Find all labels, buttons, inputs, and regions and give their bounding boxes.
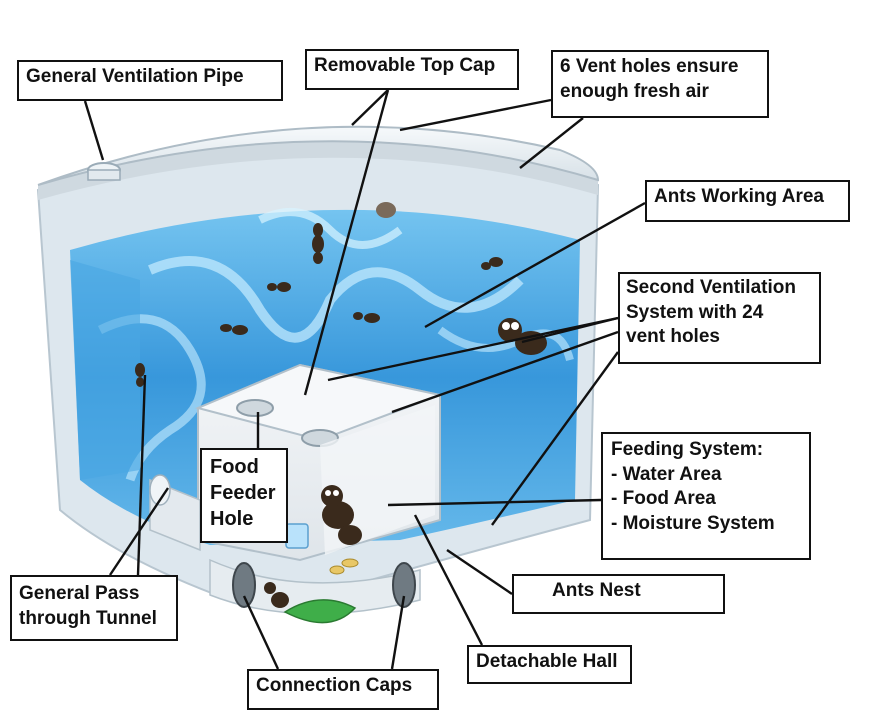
vent-holes-label: 6 Vent holes ensure enough fresh air [551, 50, 769, 118]
general-ventilation-pipe-label: General Ventilation Pipe [17, 60, 283, 101]
feeding-system-label: Feeding System: - Water Area - Food Area… [601, 432, 811, 560]
ants-working-area-text: Ants Working Area [654, 186, 824, 207]
feeding-item-moisture: - Moisture System [611, 513, 775, 535]
general-pass-line-2: through Tunnel [19, 607, 157, 629]
top-cap [37, 125, 600, 200]
general-ventilation-pipe-text: General Ventilation Pipe [26, 66, 244, 87]
detachable-hall-text: Detachable Hall [476, 651, 618, 672]
base [149, 474, 421, 615]
connection-caps-label: Connection Caps [247, 669, 439, 710]
feeding-item-water: - Water Area [611, 463, 722, 485]
food-feeder-line-3: Hole [210, 508, 254, 530]
connection-cap-right [392, 562, 416, 608]
general-pass-line-1: General Pass [19, 583, 140, 604]
water-cup-icon [285, 523, 309, 549]
ants-nest-label: Ants Nest [512, 574, 725, 614]
vent-holes-line-2: enough fresh air [560, 80, 709, 102]
second-vent-line-3: vent holes [626, 326, 720, 348]
food-feeder-hole-label: Food Feeder Hole [200, 448, 288, 543]
second-vent-line-1: Second Ventilation [626, 277, 796, 298]
ants-nest-text: Ants Nest [552, 580, 641, 601]
feeding-item-food: - Food Area [611, 488, 716, 510]
removable-top-cap-label: Removable Top Cap [305, 49, 519, 90]
feeding-system-title: Feeding System: [611, 439, 764, 460]
connection-caps-text: Connection Caps [256, 675, 413, 696]
detachable-hall-label: Detachable Hall [467, 645, 632, 684]
ants-working-area-label: Ants Working Area [645, 180, 850, 222]
food-feeder-line-2: Feeder [210, 482, 276, 504]
connection-cap-left [232, 562, 256, 608]
leader-lines [83, 89, 646, 670]
removable-top-cap-text: Removable Top Cap [314, 55, 496, 76]
general-pass-tunnel-label: General Pass through Tunnel [10, 575, 178, 641]
second-ventilation-label: Second Ventilation System with 24 vent h… [618, 272, 821, 364]
vent-holes-line-1: 6 Vent holes ensure [560, 56, 739, 77]
leaf-icon [283, 599, 357, 624]
food-feeder-line-1: Food [210, 456, 259, 478]
second-vent-line-2: System with 24 [626, 301, 764, 323]
